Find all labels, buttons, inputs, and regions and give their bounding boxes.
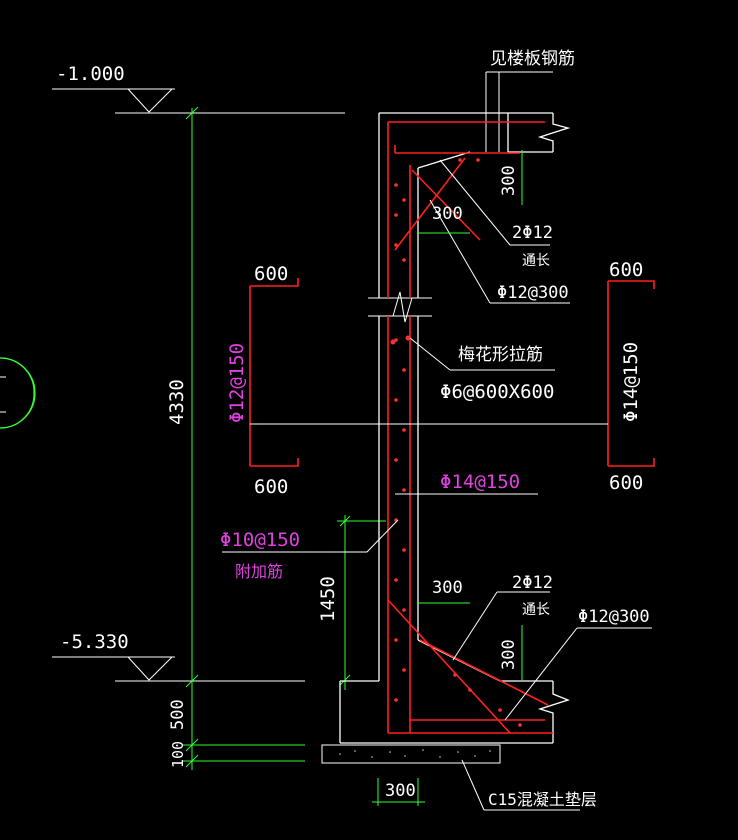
elevation-top-marker: -1.000 — [52, 63, 345, 114]
small-dimensions — [417, 150, 523, 680]
dim-base-300: 300 — [385, 781, 416, 801]
slab-leader — [485, 71, 553, 152]
top-tongchang-label: 通长 — [522, 253, 550, 269]
axis-bubble — [0, 357, 36, 429]
break-symbol — [368, 291, 432, 323]
dim-bot-300-v: 300 — [499, 639, 519, 670]
bot-2phi12-label: 2Φ12 — [512, 573, 553, 593]
bot-tongchang-label: 通长 — [522, 602, 550, 618]
dimension-1450 — [337, 515, 386, 690]
elevation-bottom-marker: -5.330 — [52, 631, 305, 682]
extra-bar-label: Φ10@150 — [220, 529, 300, 551]
top-2phi12-label: 2Φ12 — [512, 223, 553, 243]
bedding-layer — [321, 744, 580, 811]
bedding-label: C15混凝土垫层 — [488, 790, 597, 809]
left-600-bot: 600 — [254, 476, 288, 498]
rebar-dots — [390, 158, 522, 727]
rebar-cage — [249, 121, 655, 734]
dim-bot-300-h: 300 — [432, 578, 463, 598]
dimension-chain-left — [182, 106, 305, 770]
bot-phi12-300-label: Φ12@300 — [578, 607, 650, 627]
slab-rebar-label: 见楼板钢筋 — [490, 49, 575, 69]
top-phi12-300-label: Φ12@300 — [497, 283, 569, 303]
left-600-top: 600 — [254, 263, 288, 285]
left-bar-label: Φ12@150 — [226, 343, 248, 423]
leaders — [222, 159, 652, 721]
dim-top-300-h: 300 — [432, 204, 463, 224]
elevation-top-label: -1.000 — [56, 63, 125, 85]
dim-total-height: 4330 — [166, 379, 188, 425]
dim-bottom-rise: 1450 — [317, 576, 339, 622]
right-600-bot: 600 — [609, 472, 643, 494]
dim-top-300-v: 300 — [499, 165, 519, 196]
dim-bed-100: 100 — [169, 741, 187, 768]
right-600-top: 600 — [609, 259, 643, 281]
right-bar-label: Φ14@150 — [620, 342, 642, 422]
extra-bar-note: 附加筋 — [235, 562, 283, 581]
elevation-bottom-label: -5.330 — [60, 631, 129, 653]
dimension-base-300 — [372, 778, 425, 806]
dim-foot-500: 500 — [168, 699, 188, 730]
tie-spec-label: Φ6@600X600 — [440, 381, 554, 403]
tie-name-label: 梅花形拉筋 — [458, 345, 543, 365]
inner-bar-label: Φ14@150 — [440, 471, 520, 493]
